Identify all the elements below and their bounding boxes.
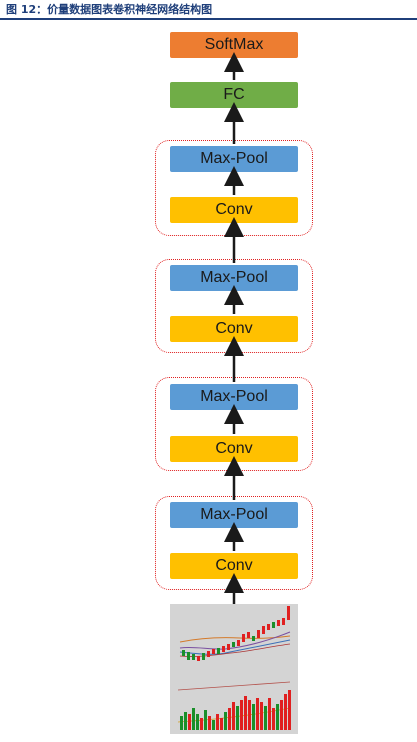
max-pool-label: Max-Pool <box>200 506 268 523</box>
conv-label: Conv <box>215 557 253 574</box>
fc-label: FC <box>223 86 245 103</box>
figure-caption: 图 12：价量数据图表卷积神经网络结构图 <box>6 3 213 16</box>
max-pool-label: Max-Pool <box>200 388 268 405</box>
max-pool-layer-2: Max-Pool <box>170 265 298 291</box>
softmax-label: SoftMax <box>204 36 264 53</box>
input-chart-image <box>170 604 298 734</box>
candlestick-chart-icon <box>177 606 291 730</box>
caption-divider <box>0 18 417 20</box>
max-pool-layer-1: Max-Pool <box>170 146 298 172</box>
conv-label: Conv <box>215 201 253 218</box>
max-pool-label: Max-Pool <box>200 150 268 167</box>
conv-label: Conv <box>215 320 253 337</box>
max-pool-label: Max-Pool <box>200 269 268 286</box>
conv-label: Conv <box>215 440 253 457</box>
